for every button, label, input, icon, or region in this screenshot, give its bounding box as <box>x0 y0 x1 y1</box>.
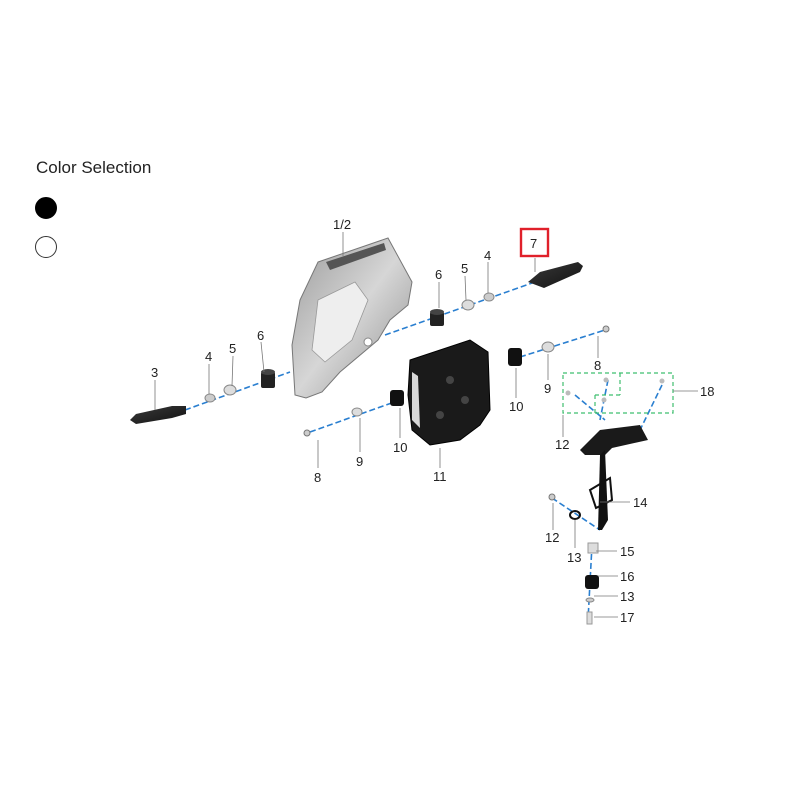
callout-12-top[interactable]: 12 <box>555 437 569 452</box>
highlight-box <box>519 227 550 258</box>
callout-5-left[interactable]: 5 <box>229 341 236 356</box>
callout-10-left[interactable]: 10 <box>393 440 407 455</box>
callout-9-left[interactable]: 9 <box>356 454 363 469</box>
dashboard-11[interactable] <box>407 339 491 446</box>
callout-6-right[interactable]: 6 <box>435 267 442 282</box>
callout-11[interactable]: 11 <box>433 469 447 484</box>
leader-lines <box>154 232 698 618</box>
bracket-1-2[interactable] <box>291 237 413 399</box>
callout-14[interactable]: 14 <box>633 495 647 510</box>
callout-4-right[interactable]: 4 <box>484 248 491 263</box>
lower-stack <box>548 493 599 625</box>
callout-17[interactable]: 17 <box>620 610 634 625</box>
callout-6-left[interactable]: 6 <box>257 328 264 343</box>
callout-7[interactable]: 7 <box>530 236 537 251</box>
small-parts <box>204 292 610 437</box>
callout-5-right[interactable]: 5 <box>461 261 468 276</box>
callout-1-2[interactable]: 1/2 <box>333 217 351 232</box>
callout-4-left[interactable]: 4 <box>205 349 212 364</box>
callout-13-right[interactable]: 13 <box>620 589 634 604</box>
bracket-14[interactable] <box>580 425 648 530</box>
callout-8-right[interactable]: 8 <box>594 358 601 373</box>
callout-12-bottom[interactable]: 12 <box>545 530 559 545</box>
callout-10-right[interactable]: 10 <box>509 399 523 414</box>
callout-labels: 1/2 7 6 5 4 3 4 5 6 8 9 10 8 9 10 11 18 … <box>151 217 714 625</box>
color-selection-title: Color Selection <box>36 158 152 177</box>
callout-16[interactable]: 16 <box>620 569 634 584</box>
callout-18[interactable]: 18 <box>700 384 714 399</box>
color-swatch-white[interactable] <box>35 236 57 258</box>
callout-3[interactable]: 3 <box>151 365 158 380</box>
mirror-stalk-3[interactable] <box>130 406 186 424</box>
callout-8-left[interactable]: 8 <box>314 470 321 485</box>
color-swatch-black[interactable] <box>35 197 57 219</box>
kit-18-box <box>562 372 674 414</box>
mirror-stalk-7[interactable] <box>528 262 583 288</box>
callout-15[interactable]: 15 <box>620 544 634 559</box>
callout-9-right[interactable]: 9 <box>544 381 551 396</box>
callout-13-left[interactable]: 13 <box>567 550 581 565</box>
